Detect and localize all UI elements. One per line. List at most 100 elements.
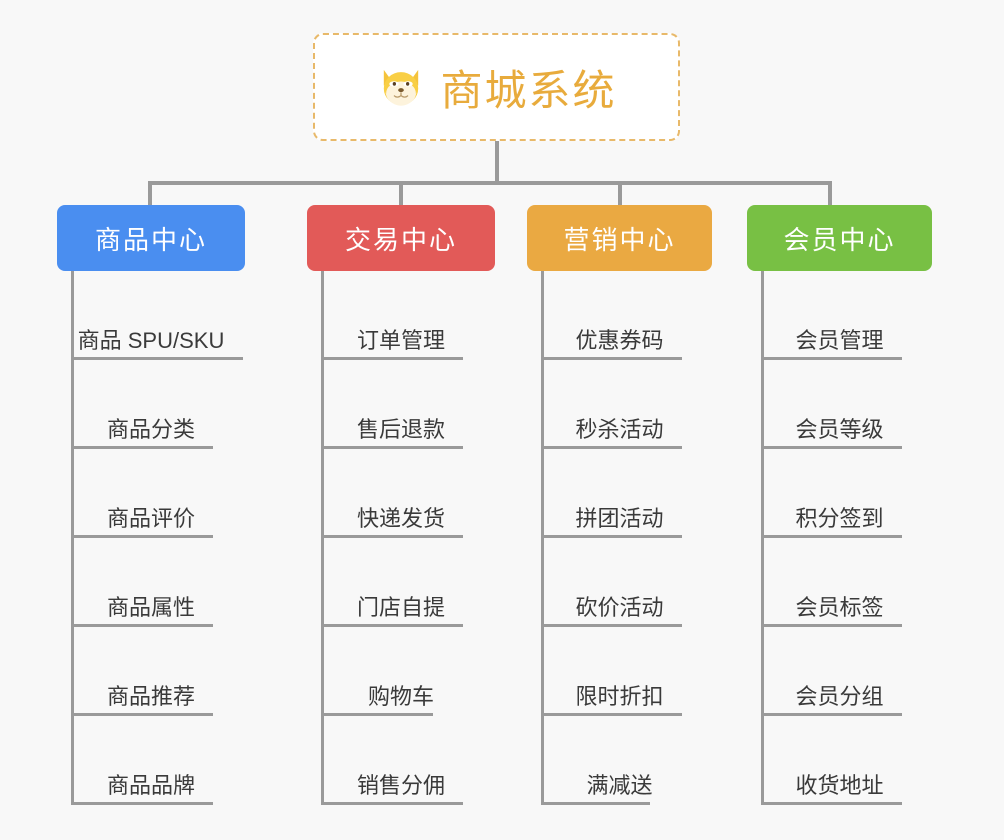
- leaf-label: 优惠券码: [575, 328, 664, 353]
- list-item[interactable]: 会员等级: [747, 360, 932, 449]
- list-item[interactable]: 售后退款: [307, 360, 495, 449]
- branch-column-trade: 交易中心 订单管理 售后退款 快递发货 门店自提 购物车: [307, 205, 495, 805]
- leaf-label: 限时折扣: [575, 684, 664, 709]
- leaf-rule: [761, 357, 902, 360]
- leaf-label: 商品属性: [106, 595, 195, 620]
- leaf-rule: [541, 713, 682, 716]
- leaf-label: 商品品牌: [106, 773, 195, 798]
- leaf-label: 会员分组: [795, 684, 884, 709]
- leaf-label: 会员标签: [795, 595, 884, 620]
- leaf-rule: [541, 624, 682, 627]
- leaf-rule: [321, 624, 463, 627]
- leaf-label: 购物车: [367, 684, 434, 709]
- list-item[interactable]: 商品品牌: [57, 716, 245, 805]
- leaf-label: 满减送: [586, 773, 653, 798]
- leaf-label: 门店自提: [356, 595, 445, 620]
- leaf-rule: [541, 357, 682, 360]
- connector-horizontal-bar: [148, 181, 832, 185]
- leaf-label: 商品分类: [106, 417, 195, 442]
- branch-column-member: 会员中心 会员管理 会员等级 积分签到 会员标签 会员分组: [747, 205, 932, 805]
- branch-header-label: 营销中心: [563, 224, 676, 255]
- branch-header-marketing[interactable]: 营销中心: [527, 205, 712, 271]
- connector-drop-2: [399, 181, 403, 209]
- leaf-label: 会员管理: [795, 328, 884, 353]
- connector-drop-3: [618, 181, 622, 209]
- leaf-rule: [321, 357, 463, 360]
- leaf-rule: [71, 802, 213, 805]
- leaf-rule: [71, 535, 213, 538]
- leaf-rule: [321, 446, 463, 449]
- leaf-rule: [541, 802, 650, 805]
- list-item[interactable]: 会员分组: [747, 627, 932, 716]
- leaf-rule: [761, 802, 902, 805]
- shiba-dog-icon: [376, 62, 426, 112]
- list-item[interactable]: 积分签到: [747, 449, 932, 538]
- leaf-label: 砍价活动: [575, 595, 664, 620]
- leaf-rule: [761, 535, 902, 538]
- leaf-label: 销售分佣: [356, 773, 445, 798]
- leaf-label: 商品推荐: [106, 684, 195, 709]
- list-item[interactable]: 商品评价: [57, 449, 245, 538]
- leaf-rule: [321, 713, 433, 716]
- leaf-label: 售后退款: [356, 417, 445, 442]
- list-item[interactable]: 收货地址: [747, 716, 932, 805]
- leaf-label: 积分签到: [795, 506, 884, 531]
- leaf-label: 快递发货: [356, 506, 445, 531]
- branch-column-marketing: 营销中心 优惠券码 秒杀活动 拼团活动 砍价活动 限时折扣: [527, 205, 712, 805]
- list-item[interactable]: 商品 SPU/SKU: [57, 271, 245, 360]
- branch-trunk: [71, 271, 74, 805]
- list-item[interactable]: 优惠券码: [527, 271, 712, 360]
- list-item[interactable]: 购物车: [307, 627, 495, 716]
- branch-body-product: 商品 SPU/SKU 商品分类 商品评价 商品属性 商品推荐 商品品牌: [57, 271, 245, 805]
- root-node[interactable]: 商城系统: [313, 33, 680, 141]
- leaf-rule: [761, 446, 902, 449]
- leaf-rule: [71, 357, 243, 360]
- leaf-label: 拼团活动: [575, 506, 664, 531]
- list-item[interactable]: 快递发货: [307, 449, 495, 538]
- list-item[interactable]: 销售分佣: [307, 716, 495, 805]
- connector-drop-4: [828, 181, 832, 209]
- list-item[interactable]: 拼团活动: [527, 449, 712, 538]
- list-item[interactable]: 满减送: [527, 716, 712, 805]
- leaf-label: 收货地址: [795, 773, 884, 798]
- list-item[interactable]: 会员标签: [747, 538, 932, 627]
- branch-body-marketing: 优惠券码 秒杀活动 拼团活动 砍价活动 限时折扣 满减送: [527, 271, 712, 805]
- branch-body-member: 会员管理 会员等级 积分签到 会员标签 会员分组 收货地址: [747, 271, 932, 805]
- leaf-rule: [321, 535, 463, 538]
- leaf-rule: [761, 713, 902, 716]
- leaf-label: 订单管理: [356, 328, 445, 353]
- root-title: 商城系统: [440, 66, 617, 114]
- branch-header-label: 会员中心: [783, 224, 896, 255]
- leaf-label: 会员等级: [795, 417, 884, 442]
- branch-header-trade[interactable]: 交易中心: [307, 205, 495, 271]
- list-item[interactable]: 会员管理: [747, 271, 932, 360]
- list-item[interactable]: 门店自提: [307, 538, 495, 627]
- list-item[interactable]: 商品推荐: [57, 627, 245, 716]
- list-item[interactable]: 秒杀活动: [527, 360, 712, 449]
- leaf-label: 商品 SPU/SKU: [77, 328, 225, 353]
- leaf-label: 商品评价: [106, 506, 195, 531]
- branch-trunk: [321, 271, 324, 805]
- connector-drop-1: [148, 181, 152, 209]
- leaf-rule: [761, 624, 902, 627]
- list-item[interactable]: 砍价活动: [527, 538, 712, 627]
- leaf-rule: [71, 624, 213, 627]
- branch-trunk: [541, 271, 544, 805]
- branch-body-trade: 订单管理 售后退款 快递发货 门店自提 购物车 销售分佣: [307, 271, 495, 805]
- branch-header-member[interactable]: 会员中心: [747, 205, 932, 271]
- leaf-rule: [541, 446, 682, 449]
- list-item[interactable]: 商品属性: [57, 538, 245, 627]
- list-item[interactable]: 订单管理: [307, 271, 495, 360]
- leaf-rule: [71, 713, 213, 716]
- branch-header-label: 交易中心: [344, 224, 457, 255]
- list-item[interactable]: 商品分类: [57, 360, 245, 449]
- leaf-rule: [71, 446, 213, 449]
- branch-trunk: [761, 271, 764, 805]
- branch-header-label: 商品中心: [94, 224, 207, 255]
- leaf-label: 秒杀活动: [575, 417, 664, 442]
- branch-header-product[interactable]: 商品中心: [57, 205, 245, 271]
- list-item[interactable]: 限时折扣: [527, 627, 712, 716]
- leaf-rule: [541, 535, 682, 538]
- branch-column-product: 商品中心 商品 SPU/SKU 商品分类 商品评价 商品属性 商品推荐: [57, 205, 245, 805]
